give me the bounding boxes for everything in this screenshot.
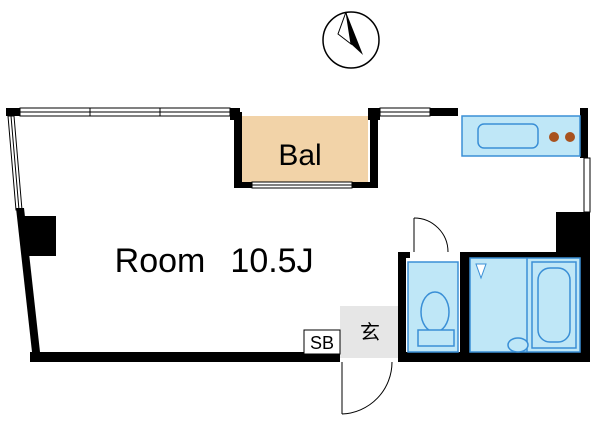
bathroom (469, 257, 581, 353)
door-swing-icon (341, 217, 449, 415)
kitchen-counter (461, 115, 581, 157)
room-size: 10.5J (230, 242, 313, 280)
toilet-icon (417, 291, 455, 347)
triangle-icon (475, 263, 487, 280)
entrance-label: 玄 (360, 320, 380, 344)
bathtub-icon (531, 261, 577, 349)
walls (6, 108, 590, 362)
balcony (240, 116, 368, 182)
stove-icon (549, 132, 575, 142)
balcony-label: Bal (278, 139, 321, 172)
shoe-box (303, 329, 341, 355)
windows (7, 107, 591, 213)
shoe-box-label: SB (310, 333, 334, 353)
toilet-room (407, 261, 459, 353)
sink-icon (477, 123, 539, 149)
washbasin-icon (507, 337, 529, 353)
compass-icon (322, 11, 380, 69)
entrance-floor (340, 306, 400, 358)
room-label: Room (115, 242, 206, 280)
